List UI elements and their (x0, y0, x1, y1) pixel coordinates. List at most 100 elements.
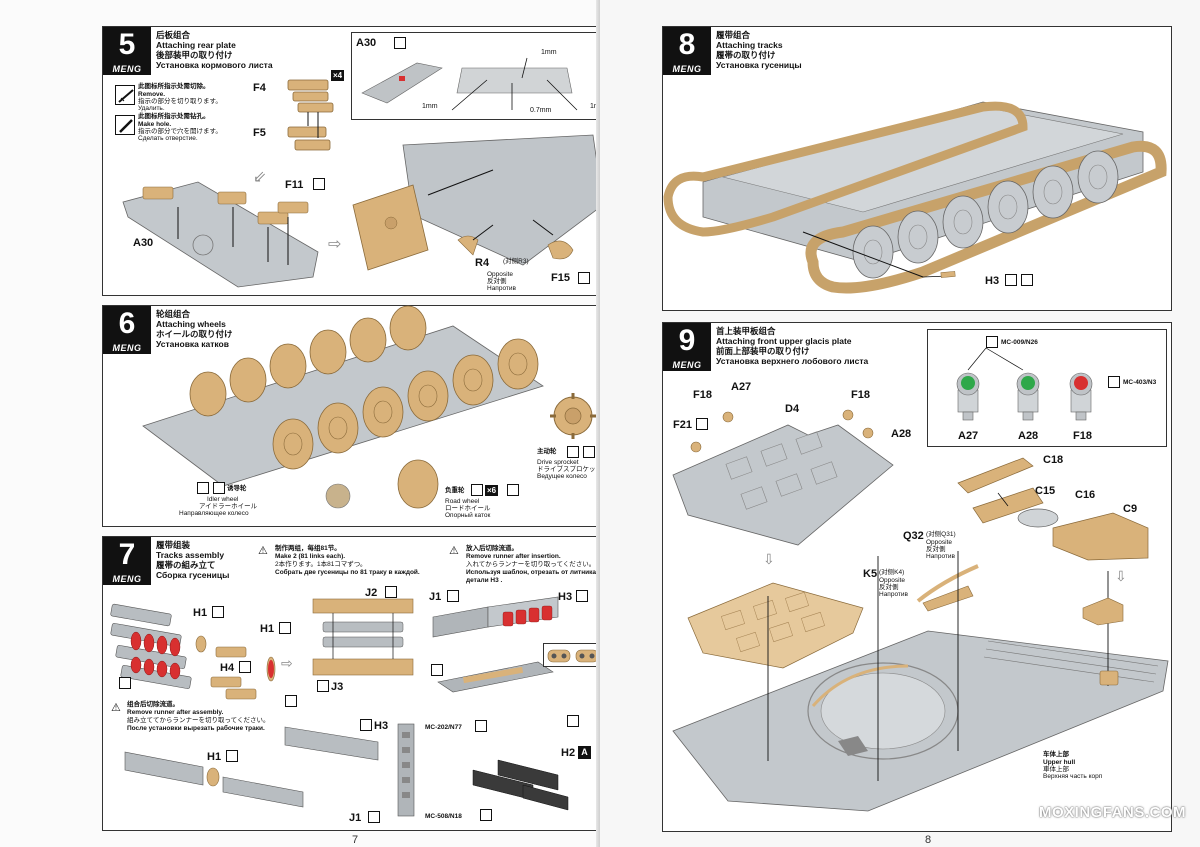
part-label-a27: A27 (731, 381, 752, 393)
part-label-k5: K5 (863, 568, 878, 580)
q32-note-en: Opposite (926, 539, 953, 546)
step-9-number: 9 (663, 323, 711, 359)
note1-ru: Собрать две гусеницы по 81 траку в каждо… (275, 569, 420, 576)
part-label-r4: R4 (475, 257, 490, 269)
remove-icon (119, 677, 131, 689)
part-label-j1-b: J1 (349, 812, 362, 824)
k5-note-ru: Напротив (879, 591, 908, 598)
note3-jp: 組み立ててからランナーを切り取ってください。 (127, 717, 270, 724)
brand-logo: MENG (663, 63, 711, 75)
step-7-number: 7 (103, 537, 151, 573)
title-ru: Установка гусеницы (716, 60, 802, 70)
drive-jp: ドライブスプロケット (537, 466, 602, 473)
legend-remove-ru: Удалить. (138, 105, 165, 112)
step5-hull-rear-illustration (122, 181, 319, 288)
step7-track-links-left (110, 603, 276, 700)
cement-icon (212, 606, 224, 618)
step9-k5-q32-illustration (916, 564, 979, 612)
tool-mc508: MC-508/N18 (425, 813, 462, 820)
hull-ru: Верхняя часть корп (1043, 773, 1103, 780)
idler-cn: 诱导轮 (227, 485, 247, 492)
note2-cn: 放入后切除流道。 (466, 545, 518, 552)
drive-ru: Ведущее колесо (537, 473, 587, 480)
road-cn: 负重轮 (445, 487, 465, 494)
legend-hole-jp: 指示の部分で穴を開けます。 (138, 128, 222, 135)
cement-icon (360, 719, 372, 731)
cement-icon (279, 622, 291, 634)
step-5-number: 5 (103, 27, 151, 63)
part-label-q32: Q32 (903, 530, 924, 542)
title-cn: 履带组合 (716, 30, 751, 40)
road-jp: ロードホイール (445, 505, 491, 512)
drive-cn-text: 主动轮 (537, 448, 557, 455)
mirror-icon (313, 178, 325, 190)
road-en: Road wheel (445, 498, 480, 505)
step9-c9-assembled (1082, 597, 1124, 626)
step7-track-strip-bottom-mid (284, 726, 379, 761)
cement-icon (213, 482, 225, 494)
part-label-f18-a: F18 (693, 389, 712, 401)
step-5-panel: 5 MENG 后板组合 Attaching rear plate 後部装甲の取り… (102, 26, 612, 296)
r4-note-ru: Напротив (487, 285, 516, 292)
step5-hull-right-illustration (352, 134, 604, 271)
light-label-a27: A27 (958, 430, 979, 442)
drill-icon (115, 115, 135, 135)
step-5-titles: 后板组合 Attaching rear plate 後部装甲の取り付け Уста… (156, 30, 273, 70)
step7-track-strip-bottom-left (124, 751, 304, 808)
step-8-header: 8 MENG (663, 27, 711, 75)
arrow-down-icon: ⇩ (763, 551, 775, 567)
part-label-h1-b: H1 (260, 623, 275, 635)
part-label-h4: H4 (220, 662, 235, 674)
part-label-h1-c: H1 (207, 751, 222, 763)
step-9-header: 9 MENG (663, 323, 711, 371)
drill-1mm-left: 1mm (422, 103, 438, 110)
title-ru: Установка кормового листа (156, 60, 273, 70)
part-label-c9: C9 (1123, 503, 1138, 515)
step7-dark-track (472, 759, 569, 811)
idler-ru: Направляющее колесо (179, 510, 249, 517)
part-label-c16: C16 (1075, 489, 1096, 501)
tool-mc202: MC-202/N77 (425, 724, 462, 731)
drive-sprocket-illustration (550, 393, 596, 439)
note2-en: Remove runner after insertion. (466, 553, 561, 560)
legend-remove-jp: 指示の部分を切り取ります。 (138, 98, 222, 105)
right-page: 8 MENG 履带组合 Attaching tracks 履帯の取り付け Уст… (600, 0, 1200, 847)
legend-hole-ru: Сделать отверстие. (138, 135, 198, 142)
title-en: Attaching rear plate (156, 40, 236, 50)
idler-en: Idler wheel (207, 496, 239, 503)
drive-en: Drive sprocket (537, 459, 579, 466)
hull-cn: 车体上部 (1043, 751, 1069, 758)
brand-logo: MENG (103, 63, 151, 75)
title-jp: 履帯の組み立て (156, 560, 216, 570)
step-5-header: 5 MENG (103, 27, 151, 75)
title-en: Attaching front upper glacis plate (716, 336, 852, 346)
title-ru: Сборка гусеницы (156, 570, 230, 580)
q32-note-jp: 反対側 (926, 546, 946, 553)
part-label-f21: F21 (673, 419, 692, 431)
drive-cn: 主动轮 (537, 448, 557, 456)
part-label-h1-a: H1 (193, 607, 208, 619)
cement-icon (239, 661, 251, 673)
cement-icon (368, 811, 380, 823)
step6-hull-wheels-illustration (142, 305, 544, 509)
watermark: MOXINGFANS.COM (1038, 804, 1186, 821)
step9-box-parts-illustration (957, 457, 1149, 561)
legend-remove-en: Remove. (138, 91, 166, 98)
part-label-f5: F5 (253, 127, 266, 139)
cement-icon (576, 590, 588, 602)
step-8-titles: 履带组合 Attaching tracks 履帯の取り付け Установка … (716, 30, 802, 70)
part-label-f15: F15 (551, 272, 570, 284)
k5-note-jp: 反対側 (879, 584, 899, 591)
title-cn: 后板组合 (156, 30, 191, 40)
light-f18-illustration (1069, 372, 1093, 421)
note3-cn: 组合后切除流道。 (127, 701, 179, 708)
step7-jig-j2-j3 (312, 598, 414, 676)
part-label-f4: F4 (253, 82, 266, 94)
step7-jig-j1-vertical (397, 723, 415, 817)
step-8-panel: 8 MENG 履带组合 Attaching tracks 履帯の取り付け Уст… (662, 26, 1172, 311)
paint-leader-lines (967, 347, 1024, 371)
step-9-titles: 首上装甲板组合 Attaching front upper glacis pla… (716, 326, 868, 366)
arrow-right-icon: ⇨ (281, 655, 293, 671)
hull-en: Upper hull (1043, 759, 1076, 766)
light-label-f18: F18 (1073, 430, 1092, 442)
